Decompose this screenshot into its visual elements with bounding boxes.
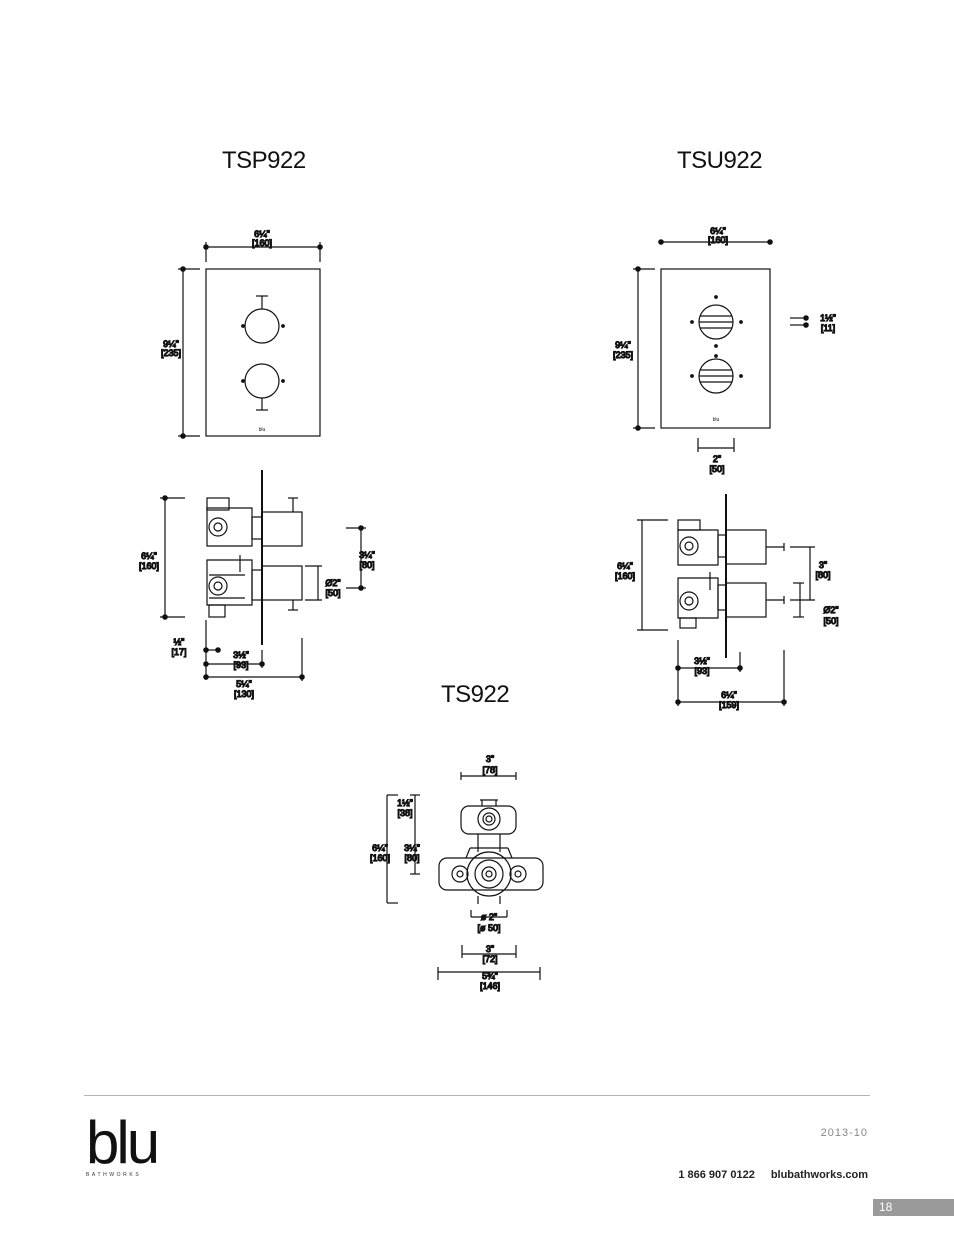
tsp-side-small-mm: [17] [171,647,186,657]
website-link[interactable]: blubathworks.com [770,1169,868,1181]
tsp-side-depth1: 3½" [233,650,249,660]
ts-inner-width: 3" [486,944,494,954]
tsp-front-height: 9¼" [163,339,179,349]
tsu-side-depth1-mm: [93] [694,666,709,676]
page-number: 18 [873,1199,954,1216]
tsp-side-height: 6¼" [141,551,157,561]
tsp-side-offset-mm: [80] [359,560,374,570]
tsu-side-height-mm: [160] [615,571,635,581]
tsu922-title: TSU922 [677,147,763,174]
tsu-front-spread: 2" [713,454,721,464]
contact-info: 1 866 907 0122 blubathworks.com [678,1169,868,1181]
tsu-front-height-mm: [235] [613,350,633,360]
phone-number: 1 866 907 0122 [678,1169,755,1181]
ts-port-mm: [ø 50] [477,923,500,933]
tsu-front-width: 6¼" [710,226,726,236]
tsu-front-height: 9¼" [615,340,631,350]
tsu-side-depth2-mm: [159] [719,700,739,710]
tsu-side-depth1: 3½" [694,656,710,666]
ts-inner-width-mm: [72] [482,954,497,964]
tsp-side-offset: 3¼" [359,550,375,560]
tsp-front-height-mm: [235] [161,348,181,358]
tsp922-title: TSP922 [222,147,306,174]
tsu-front-handle-mm: [11] [821,323,835,333]
ts-total-width-mm: [146] [480,981,500,991]
tsu-side-offset-mm: [80] [815,570,830,580]
tsu-side-diameter: Ø2" [823,605,838,615]
ts922-valve-view [386,772,544,980]
brand-logo: blu BATHWORKS [86,1109,160,1179]
revision-date: 2013-10 [820,1127,868,1139]
svg-text:blu: blu [259,427,266,433]
tsu922-front-view: blu [633,239,809,452]
tsp-side-depth2-mm: [130] [234,689,254,699]
ts-h1-mm: [38] [397,808,412,818]
tsp-side-height-mm: [160] [139,561,159,571]
brand-subtitle: BATHWORKS [86,1172,142,1178]
ts-h1: 1½" [397,798,413,808]
tsu-side-diameter-mm: [50] [823,616,838,626]
tsp922-front-view: blu [178,242,323,439]
ts-total-width: 5¾" [482,971,498,981]
ts-h2-mm: [160] [370,853,390,863]
ts-h3-mm: [80] [404,853,419,863]
footer-divider [84,1095,870,1096]
ts-h2: 6¼" [372,843,388,853]
ts922-title: TS922 [441,681,510,708]
tsp-side-diameter-mm: [50] [325,588,340,598]
tsp-side-depth2: 5¼" [236,679,252,689]
ts-top-width-mm: [78] [482,765,497,775]
tsp922-side-view [160,470,366,681]
tsu-front-handle: 1½" [820,313,836,323]
ts-h3: 3¼" [404,843,420,853]
tsp-front-width: 6¼" [254,229,270,239]
ts-port: ø 2" [481,912,497,922]
tsu-side-depth2: 6¼" [721,690,737,700]
ts-top-width: 3" [486,754,494,764]
tsu-side-height: 6¼" [617,561,633,571]
tsp-front-width-mm: [160] [252,238,272,248]
svg-text:blu: blu [713,417,720,423]
tsu922-side-view [637,494,815,706]
brand-wordmark: blu [86,1109,160,1176]
tsu-side-offset: 3" [819,560,827,570]
tsu-front-width-mm: [160] [708,235,728,245]
tsp-side-small: ½" [174,637,185,647]
tsp-side-depth1-mm: [93] [233,660,248,670]
tsu-front-spread-mm: [50] [709,464,724,474]
tsp-side-diameter: Ø2" [325,578,340,588]
